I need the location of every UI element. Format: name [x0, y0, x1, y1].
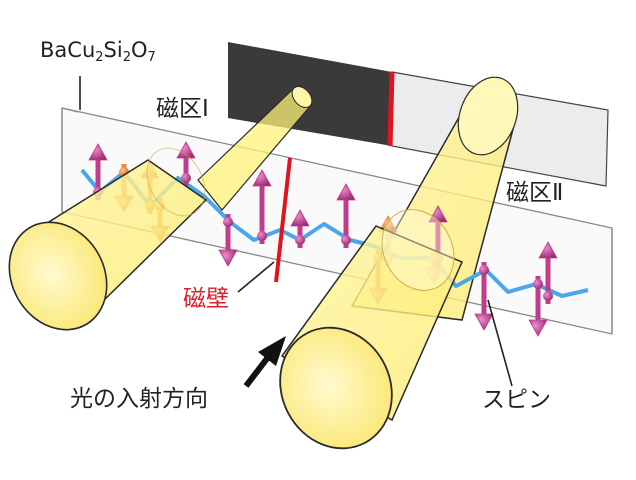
large-beam-front — [279, 209, 463, 450]
domain-wall-label: 磁壁 — [183, 286, 229, 312]
thin-beam — [197, 85, 313, 211]
domain-1-label: 磁区Ⅰ — [156, 96, 209, 122]
large-beam-left — [8, 147, 208, 331]
crystal-front-edges — [61, 108, 613, 334]
light-direction-label: 光の入射方向 — [70, 386, 208, 412]
spin-arrow-6 — [218, 214, 238, 267]
spin-arrow-4 — [176, 141, 196, 186]
wall-pointer — [237, 261, 275, 293]
spin-arrow-14 — [474, 262, 494, 331]
domain-2-label: 磁区Ⅱ — [506, 180, 564, 206]
pointer-lines — [79, 76, 513, 387]
spin-label: スピン — [482, 387, 551, 413]
domain-wall — [274, 157, 292, 283]
light-arrow — [243, 336, 286, 388]
spin-arrow-8 — [290, 209, 310, 248]
spin-arrow-7 — [252, 169, 272, 244]
formula-label: BaCu2Si2O7 — [40, 38, 156, 65]
spin-pointer — [487, 299, 513, 387]
spin-arrow-9 — [336, 183, 356, 248]
screen-wall-line — [387, 71, 395, 147]
spin-arrow-16 — [538, 241, 558, 304]
spin-arrow-15 — [528, 276, 548, 337]
